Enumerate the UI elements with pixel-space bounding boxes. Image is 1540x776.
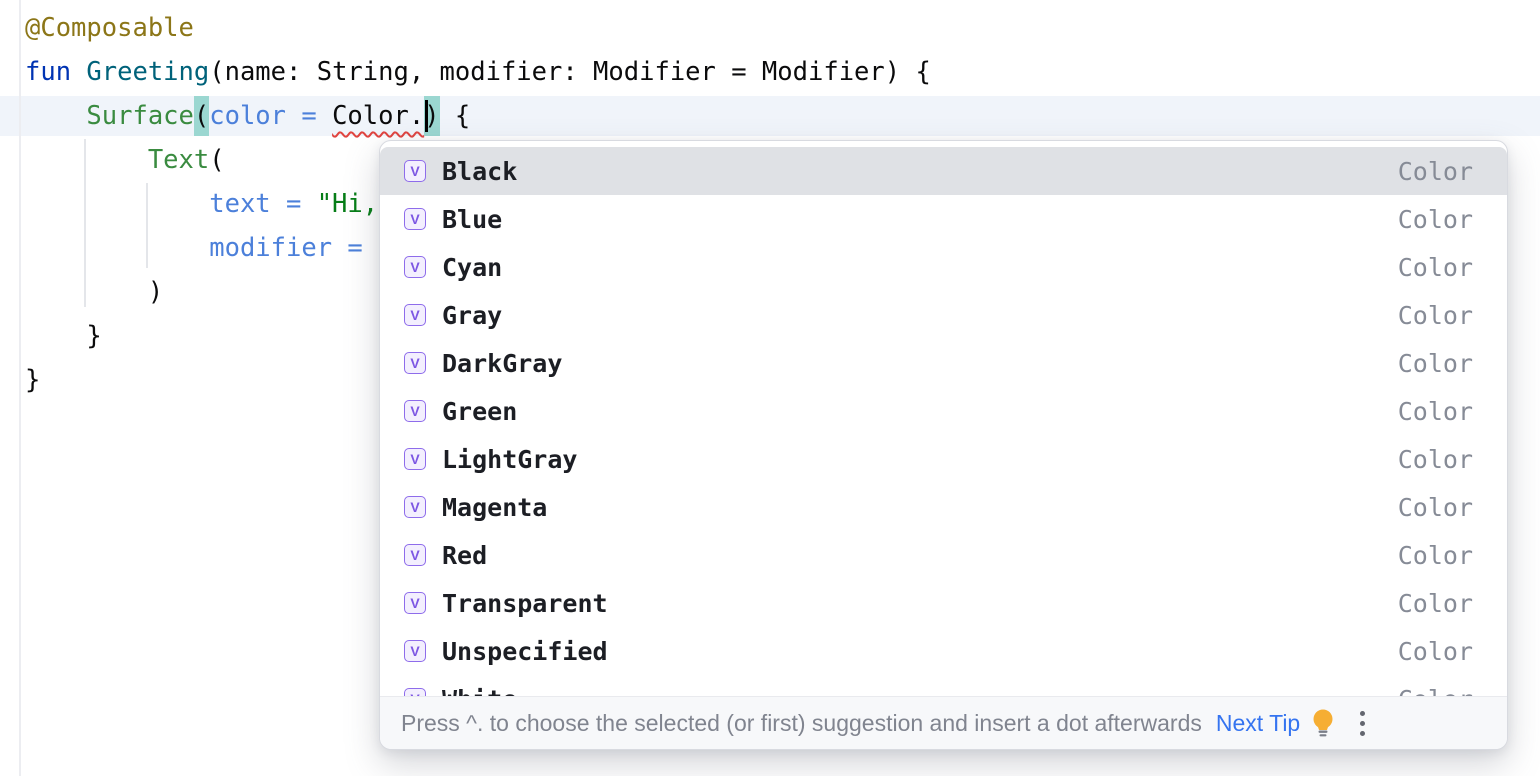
completion-item[interactable]: V White Color (380, 675, 1507, 696)
code-line[interactable]: } (25, 314, 931, 358)
completion-item[interactable]: V Unspecified Color (380, 627, 1507, 675)
completion-item[interactable]: V Transparent Color (380, 579, 1507, 627)
code-line[interactable]: @Composable (25, 6, 931, 50)
completion-item-type: Color (1397, 204, 1473, 234)
code-token: fun (25, 57, 72, 87)
value-icon: V (404, 256, 426, 278)
completion-item-type: Color (1397, 252, 1473, 282)
value-icon: V (404, 496, 426, 518)
completion-popup: V Black Color V Blue Color V Cyan Color … (379, 140, 1508, 750)
completion-item-label: Cyan (442, 252, 503, 282)
code-token: Color. (332, 101, 425, 131)
indent-guide (84, 139, 86, 307)
completion-item-type: Color (1397, 300, 1473, 330)
lightbulb-icon[interactable] (1310, 708, 1336, 738)
next-tip-link[interactable]: Next Tip (1215, 709, 1301, 736)
code-token: { (439, 101, 471, 131)
code-area[interactable]: @Composable fun Greeting(name: String, mo… (25, 6, 931, 402)
hint-text: Press ^. to choose the selected (or firs… (401, 709, 1202, 736)
completion-item-label: Green (442, 396, 518, 426)
code-token (25, 145, 148, 175)
completion-item-type: Color (1398, 685, 1473, 697)
code-token: Surface (86, 101, 194, 131)
value-icon: V (404, 592, 426, 614)
code-token (25, 101, 86, 131)
caret-line-highlight (0, 96, 1540, 136)
code-token: } (25, 321, 102, 351)
code-token: text = (209, 189, 317, 219)
completion-item-label: Blue (442, 204, 503, 234)
completion-item-type: Color (1397, 540, 1473, 570)
code-token: ) (424, 96, 440, 136)
value-icon: V (404, 400, 426, 422)
completion-item[interactable]: V Cyan Color (380, 243, 1507, 291)
completion-item-label: DarkGray (442, 348, 563, 378)
completion-item-label: Transparent (442, 588, 608, 618)
code-token (71, 57, 86, 87)
value-icon: V (404, 688, 426, 696)
completion-item-label: White (442, 685, 517, 697)
code-line[interactable]: modifier = (25, 226, 931, 270)
value-icon: V (404, 448, 426, 470)
completion-item[interactable]: V Magenta Color (380, 483, 1507, 531)
completion-item-label: Magenta (442, 492, 548, 522)
completion-hint-bar: Press ^. to choose the selected (or firs… (380, 696, 1507, 749)
completion-item-type: Color (1397, 156, 1473, 186)
completion-item-label: Black (442, 156, 518, 186)
completion-item[interactable]: V Green Color (380, 387, 1507, 435)
kebab-menu-icon[interactable] (1360, 710, 1366, 736)
code-token: modifier = (209, 233, 379, 263)
code-line[interactable]: fun Greeting(name: String, modifier: Mod… (25, 50, 931, 94)
completion-item-label: Unspecified (442, 636, 608, 666)
completion-item-type: Color (1397, 444, 1473, 474)
completion-item-type: Color (1397, 492, 1473, 522)
completion-item-label: LightGray (442, 444, 578, 474)
code-line[interactable]: } (25, 358, 931, 402)
code-token: ( (193, 96, 210, 136)
value-icon: V (404, 208, 426, 230)
code-token: "Hi, (316, 189, 379, 219)
completion-item[interactable]: V DarkGray Color (380, 339, 1507, 387)
completion-item-label: Gray (442, 300, 503, 330)
value-icon: V (404, 160, 426, 182)
code-token: (name: String, modifier: Modifier = Modi… (209, 57, 931, 87)
value-icon: V (404, 544, 426, 566)
code-token: Greeting (86, 57, 210, 87)
completion-item[interactable]: V LightGray Color (380, 435, 1507, 483)
value-icon: V (404, 640, 426, 662)
text-caret (425, 100, 428, 132)
code-token: ) (25, 277, 164, 307)
code-token: Text (147, 145, 210, 175)
code-token (25, 189, 209, 219)
completion-item[interactable]: V Black Color (380, 147, 1507, 195)
code-token (25, 233, 209, 263)
completion-list[interactable]: V Black Color V Blue Color V Cyan Color … (380, 141, 1507, 696)
value-icon: V (404, 304, 426, 326)
completion-item[interactable]: V Red Color (380, 531, 1507, 579)
code-line[interactable]: text = "Hi, (25, 182, 931, 226)
completion-item-type: Color (1397, 636, 1473, 666)
code-token: } (25, 365, 41, 395)
value-icon: V (404, 352, 426, 374)
gutter-border (19, 0, 21, 776)
completion-item[interactable]: V Gray Color (380, 291, 1507, 339)
code-line[interactable]: ) (25, 270, 931, 314)
code-line[interactable]: Surface(color = Color.) { (25, 94, 931, 138)
completion-item[interactable]: V Blue Color (380, 195, 1507, 243)
code-token: color = (209, 101, 333, 131)
completion-item-label: Red (442, 540, 488, 570)
code-token: @Composable (25, 13, 194, 43)
code-line[interactable]: Text( (25, 138, 931, 182)
completion-item-type: Color (1397, 348, 1473, 378)
completion-item-type: Color (1397, 588, 1473, 618)
completion-item-type: Color (1397, 396, 1473, 426)
indent-guide (146, 183, 148, 268)
code-token: ( (209, 145, 225, 175)
